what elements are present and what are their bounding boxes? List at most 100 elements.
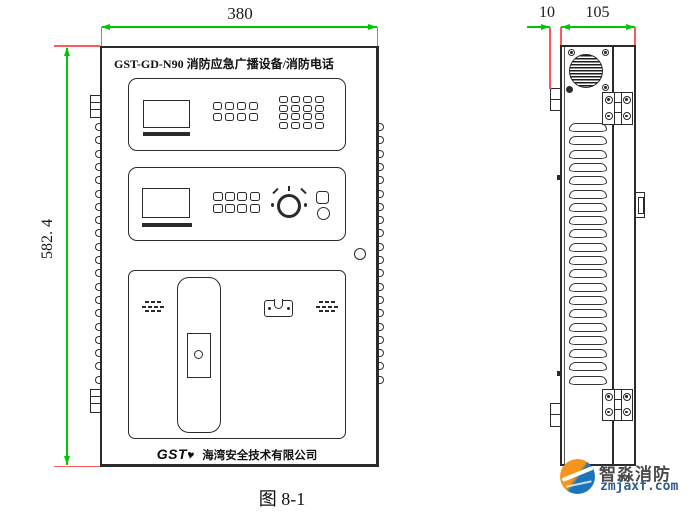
- keypad-button: [279, 104, 288, 112]
- hook-dot-icon: [267, 306, 271, 310]
- watermark-logo-icon: [560, 459, 595, 494]
- latch-divider: [551, 99, 560, 101]
- side-hinge-bottom: [602, 389, 633, 421]
- dim-width-label: 380: [227, 4, 253, 23]
- side-lock-bracket: [635, 192, 645, 218]
- keypad-button: [303, 113, 312, 121]
- edge-louver-bump-icon: [379, 362, 384, 371]
- vent-dash-icon: [319, 301, 323, 304]
- figure-caption: 图 8-1: [258, 489, 306, 509]
- vent-row: [145, 310, 161, 313]
- handset-panel: [128, 270, 346, 439]
- vent-dash-icon: [151, 310, 155, 313]
- edge-louver-bump-icon: [379, 162, 384, 171]
- keypad-button: [279, 121, 288, 129]
- arrow-icon: [561, 24, 570, 30]
- screw-icon: [604, 112, 613, 120]
- edge-louver-bump-icon: [379, 322, 384, 331]
- hinge-divider: [91, 396, 100, 398]
- vent-dash-icon: [331, 301, 335, 304]
- louver-slat-icon: [569, 202, 607, 212]
- dim-height-line: [66, 48, 68, 465]
- knob-dot-icon: [304, 203, 307, 207]
- extension-line: [100, 27, 102, 46]
- keypad-button: [225, 102, 234, 110]
- louver-slat-icon: [569, 136, 607, 146]
- edge-louver-bump-icon: [95, 269, 100, 278]
- edge-louver-bump-icon: [379, 309, 384, 318]
- louver-slat-icon: [569, 242, 607, 252]
- edge-louver-bump-icon: [95, 349, 100, 358]
- arrow-icon: [368, 24, 377, 30]
- louver-slat-icon: [569, 189, 607, 199]
- louver-slat-icon: [569, 295, 607, 305]
- edge-louver-bump-icon: [379, 375, 384, 384]
- edge-louver-bump-icon: [95, 335, 100, 344]
- bracket-inner: [637, 196, 644, 214]
- keypad-button: [249, 112, 258, 121]
- louver-slat-icon: [569, 256, 607, 265]
- edge-louver-bump-icon: [95, 282, 100, 291]
- screw-icon: [622, 95, 631, 104]
- vent-dash-icon: [319, 310, 323, 313]
- keypad-button: [237, 192, 248, 201]
- vent-dash-icon: [142, 305, 146, 308]
- edge-nub-icon: [557, 175, 560, 180]
- display-screen-1: [143, 100, 190, 128]
- edge-louver-bump-icon: [95, 242, 100, 251]
- screw-icon: [604, 95, 613, 104]
- keypad-button: [213, 204, 223, 213]
- keypad-button: [225, 112, 234, 121]
- device-title: GST-GD-N90 消防应急广播设备/消防电话: [114, 57, 334, 71]
- volume-knob: [277, 194, 301, 218]
- arrow-icon: [64, 47, 70, 56]
- vent-dash-icon: [160, 305, 164, 308]
- keypad-button: [291, 113, 300, 121]
- vent-dash-icon: [322, 305, 326, 308]
- edge-louver-bump-icon: [379, 229, 384, 238]
- louver-slat-icon: [569, 322, 607, 332]
- hook-notch: [274, 298, 283, 309]
- edge-louver-bump-icon: [95, 123, 100, 131]
- louver-slat-icon: [569, 149, 607, 159]
- hook-dot-icon: [287, 306, 290, 310]
- edge-louver-bump-icon: [95, 322, 100, 331]
- keypad-button: [303, 96, 312, 103]
- hinge-knuckle: [614, 93, 622, 124]
- extension-line: [376, 27, 378, 46]
- hinge-divider: [615, 409, 621, 411]
- keypad-button: [225, 192, 236, 201]
- keypad-button: [303, 104, 312, 112]
- extension-line: [634, 27, 636, 45]
- edge-louver-bump-icon: [379, 202, 384, 211]
- keypad-button: [213, 112, 222, 121]
- hinge-divider: [615, 112, 621, 114]
- vent-row: [319, 301, 335, 304]
- numeric-keypad: [279, 96, 324, 129]
- dim-width-line: [102, 26, 377, 28]
- hinge-divider: [615, 399, 621, 401]
- side-door-edge-line: [564, 47, 565, 464]
- gst-logo-mark-icon: ♥: [185, 447, 196, 463]
- vent-dash-icon: [157, 310, 161, 313]
- keypad-button: [225, 204, 236, 213]
- function-keypad: [213, 102, 258, 121]
- watermark-name: 智淼消防: [599, 465, 671, 484]
- watermark-url: zmjaxf.com: [600, 479, 679, 494]
- edge-louver-bump-icon: [95, 362, 100, 371]
- side-latch-top: [550, 88, 561, 111]
- company-name: 海湾安全技术有限公司: [202, 450, 318, 462]
- screw-icon: [622, 112, 631, 120]
- edge-louver-bump-icon: [379, 256, 384, 264]
- dim-height-label: 582. 4: [39, 219, 56, 259]
- extension-line: [54, 465, 100, 467]
- screw-icon: [622, 392, 631, 401]
- vent-dash-icon: [145, 310, 149, 313]
- keypad-button: [237, 102, 246, 110]
- edge-louver-bump-icon: [379, 176, 384, 185]
- keypad-button: [291, 96, 300, 103]
- vent-row: [145, 301, 161, 304]
- keypad-button: [279, 113, 288, 121]
- screen-underline-2: [142, 223, 192, 227]
- edge-louver-bump-icon: [379, 242, 384, 251]
